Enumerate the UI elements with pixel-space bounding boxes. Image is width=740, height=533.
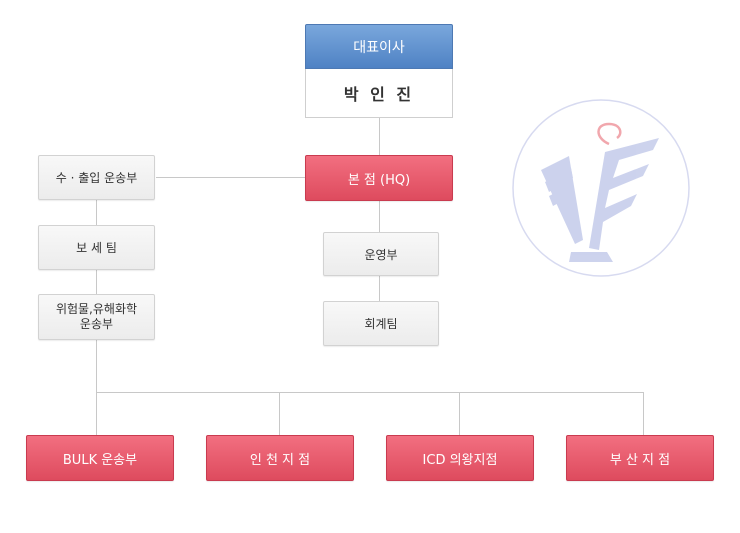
bonded-team-box: 보 세 팀: [38, 225, 155, 270]
line-operations-accounting: [379, 276, 380, 301]
line-branch-4: [643, 392, 644, 435]
branch-incheon-label: 인 천 지 점: [249, 452, 311, 468]
line-hq-left: [156, 177, 305, 178]
ceo-name-box: 박 인 진: [305, 69, 453, 118]
line-left-1-2: [96, 200, 97, 225]
line-branch-bus: [96, 392, 644, 393]
line-left-branches: [96, 340, 97, 393]
operations-dept-label: 운영부: [364, 247, 398, 262]
ceo-name: 박 인 진: [343, 85, 415, 104]
line-left-2-3: [96, 270, 97, 294]
import-export-dept-box: 수 · 출입 운송부: [38, 155, 155, 200]
line-branch-1: [96, 392, 97, 435]
operations-dept-box: 운영부: [323, 232, 439, 276]
hq-label: 본 점 (HQ): [347, 172, 411, 188]
branch-bulk-box: BULK 운송부: [26, 435, 174, 481]
ceo-title: 대표이사: [353, 39, 405, 56]
import-export-dept-label: 수 · 출입 운송부: [55, 171, 138, 185]
branch-busan-box: 부 산 지 점: [566, 435, 714, 481]
line-ceo-hq: [379, 118, 380, 155]
branch-icd-uiwang-box: ICD 의왕지점: [386, 435, 534, 481]
line-branch-3: [459, 392, 460, 435]
branch-icd-uiwang-label: ICD 의왕지점: [422, 452, 498, 468]
accounting-team-label: 회계팀: [364, 317, 398, 331]
line-hq-operations: [379, 201, 380, 232]
accounting-team-box: 회계팀: [323, 301, 439, 346]
branch-incheon-box: 인 천 지 점: [206, 435, 354, 481]
bonded-team-label: 보 세 팀: [76, 241, 117, 255]
hq-box: 본 점 (HQ): [305, 155, 453, 201]
line-branch-2: [279, 392, 280, 435]
company-v-logo-icon: [512, 99, 690, 277]
branch-bulk-label: BULK 운송부: [62, 452, 138, 468]
hazmat-dept-label: 위험물,유해화학 운송부: [55, 302, 138, 331]
branch-busan-label: 부 산 지 점: [609, 452, 671, 468]
hazmat-dept-box: 위험물,유해화학 운송부: [38, 294, 155, 340]
ceo-title-box: 대표이사: [305, 24, 453, 69]
